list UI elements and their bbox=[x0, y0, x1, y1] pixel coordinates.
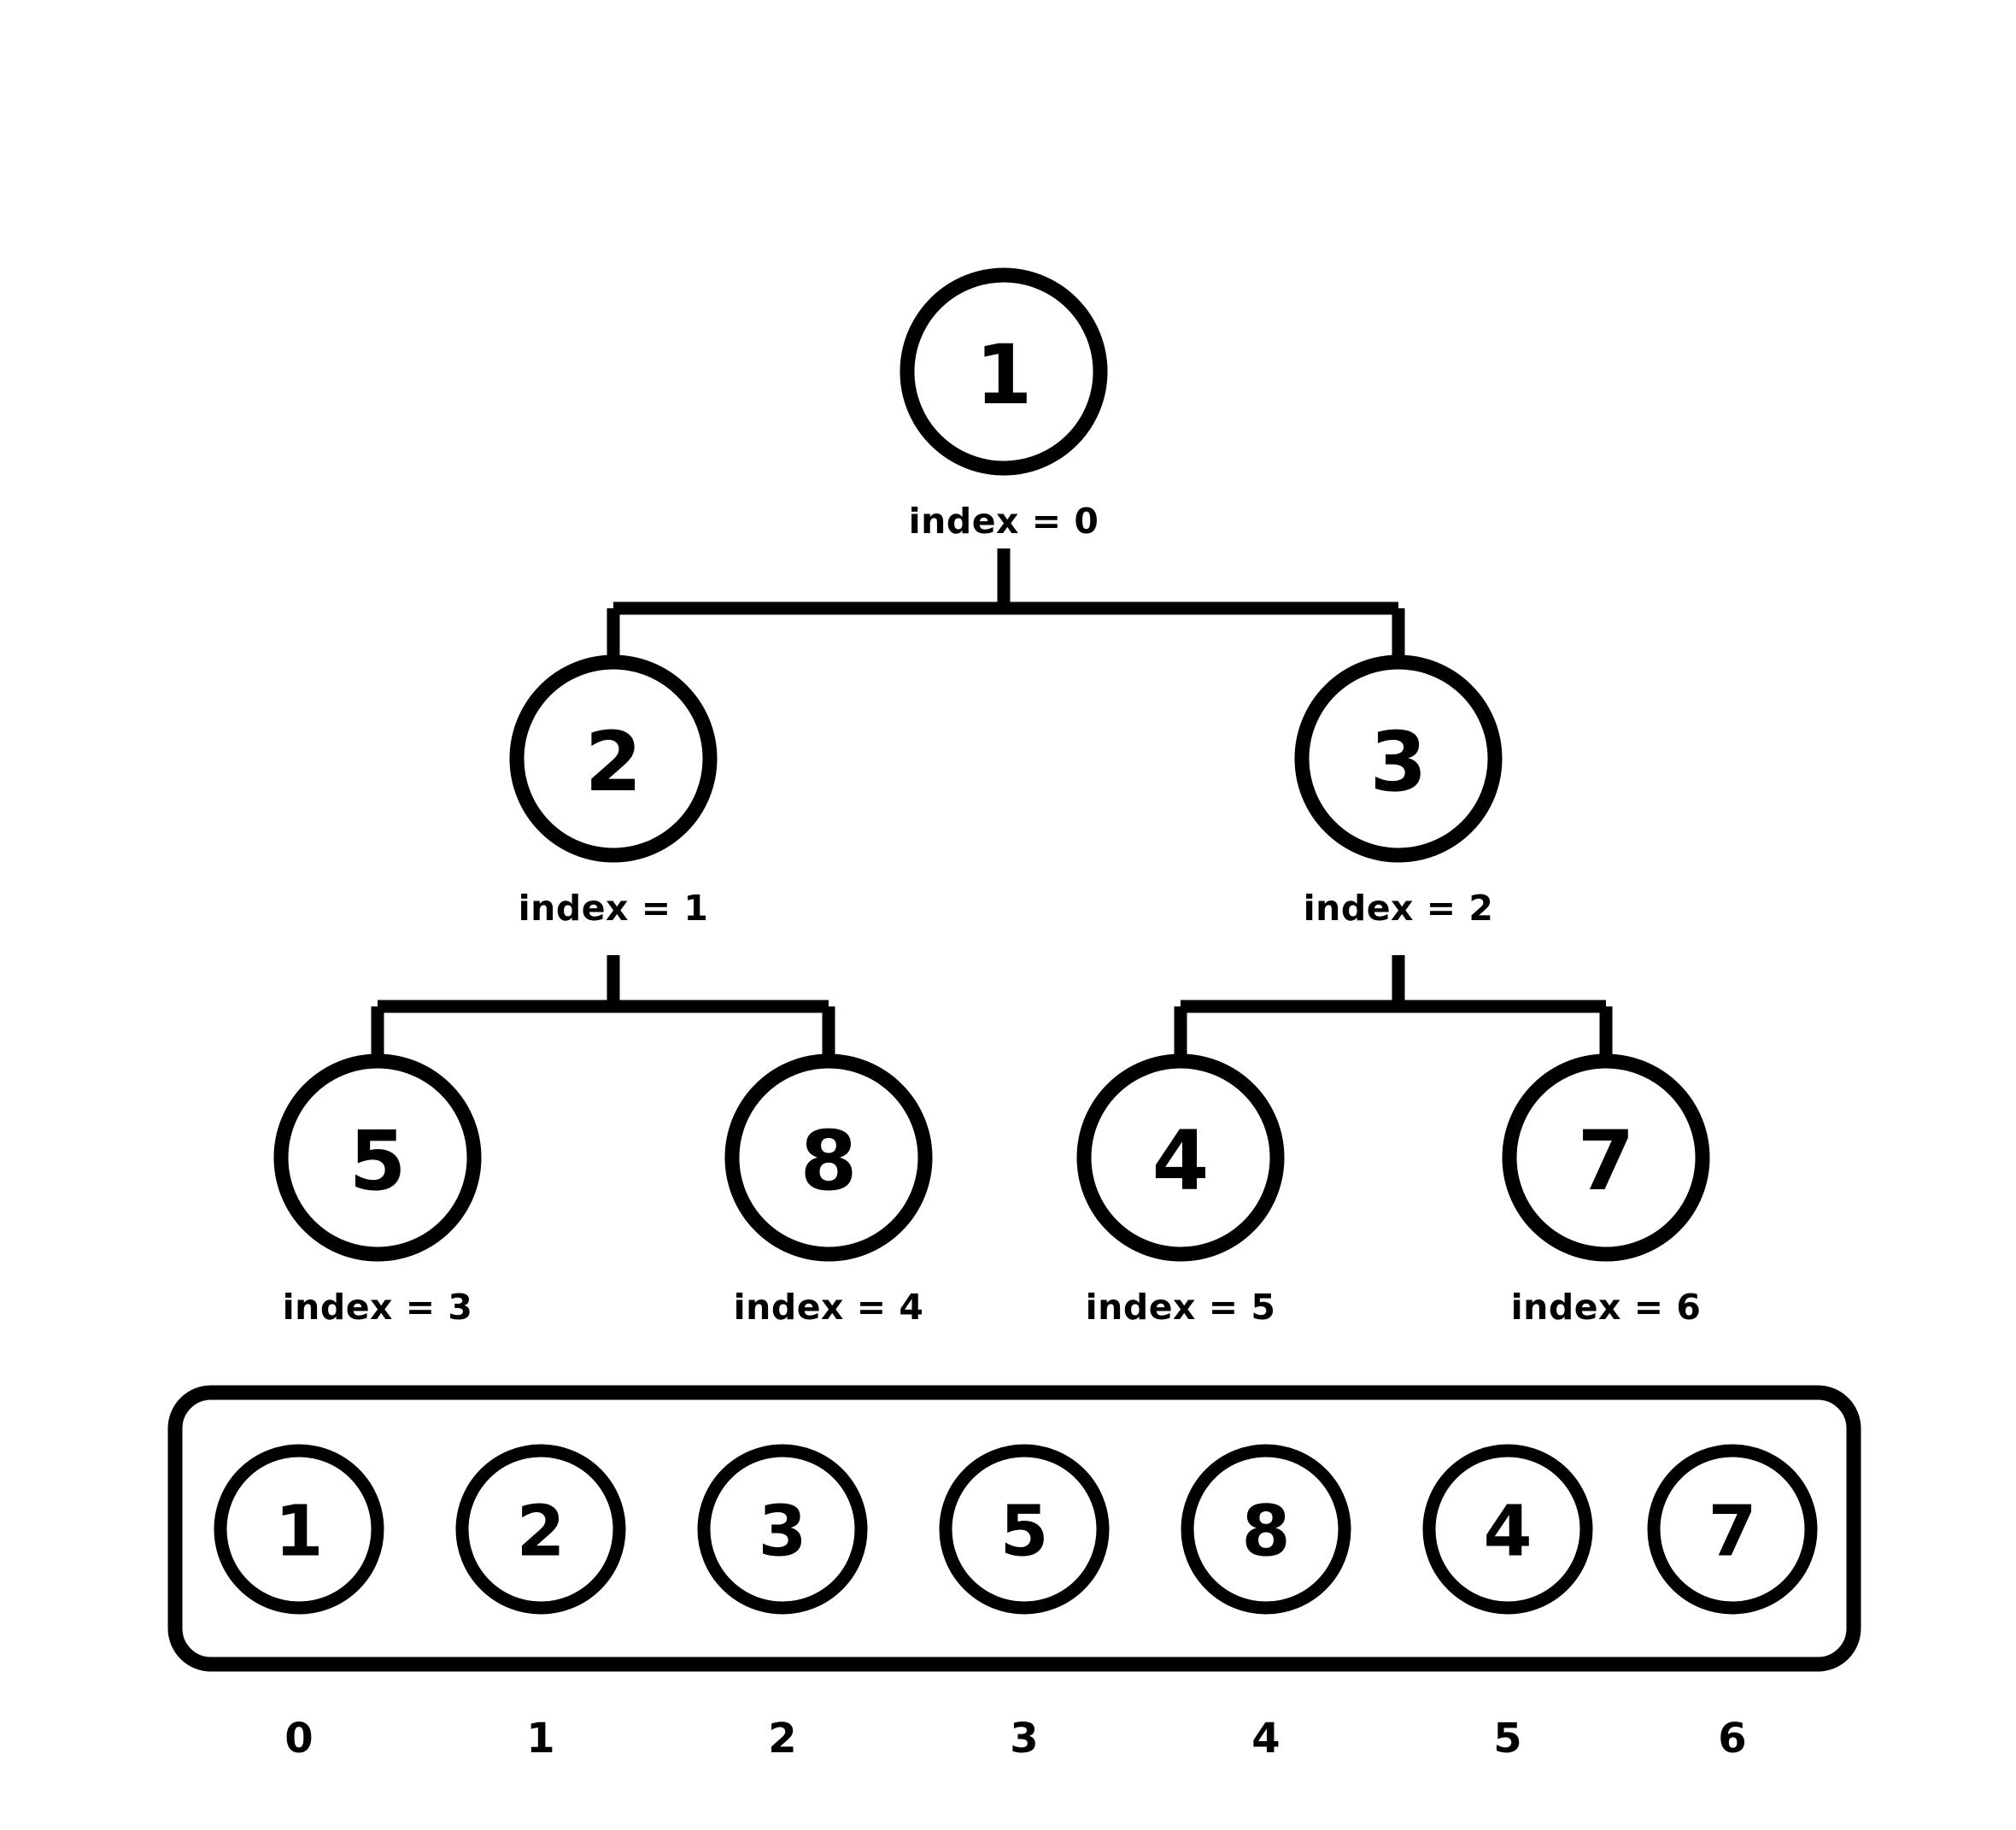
array-cell-3[interactable]: 5 3 bbox=[939, 1444, 1110, 1763]
tree-node-index-label: index = 1 bbox=[519, 888, 709, 929]
tree-node-circle[interactable] bbox=[1294, 654, 1503, 863]
array-cell-value: 8 bbox=[1241, 1492, 1290, 1573]
tree-node-5[interactable]: 4 index = 5 bbox=[1076, 1053, 1285, 1328]
array-representation: 1 0 2 1 3 2 5 3 8 4 bbox=[167, 1385, 1861, 1763]
array-cell-circle[interactable] bbox=[455, 1444, 626, 1615]
array-cell-circle[interactable] bbox=[1422, 1444, 1593, 1615]
array-index-label: 4 bbox=[1251, 1715, 1280, 1763]
array-cell-circle[interactable] bbox=[214, 1444, 384, 1615]
tree-node-3[interactable]: 5 index = 3 bbox=[273, 1053, 482, 1328]
array-cell-value: 5 bbox=[999, 1492, 1048, 1573]
tree-node-value: 5 bbox=[349, 1113, 407, 1209]
tree-node-value: 7 bbox=[1578, 1113, 1635, 1209]
tree-node-value: 3 bbox=[1370, 714, 1427, 810]
array-cell-value: 4 bbox=[1483, 1492, 1532, 1573]
tree-node-circle[interactable] bbox=[724, 1053, 933, 1262]
array-index-label: 5 bbox=[1493, 1715, 1521, 1763]
edge-group-node3 bbox=[1174, 955, 1613, 1064]
edge-group-root bbox=[607, 548, 1405, 668]
tree-node-circle[interactable] bbox=[509, 654, 718, 863]
tree-node-index-label: index = 3 bbox=[283, 1287, 473, 1328]
array-cell-4[interactable]: 8 4 bbox=[1181, 1444, 1351, 1763]
tree-node-value: 2 bbox=[585, 714, 642, 810]
array-cell-1[interactable]: 2 1 bbox=[455, 1444, 626, 1763]
array-index-label: 0 bbox=[284, 1715, 313, 1763]
array-index-label: 2 bbox=[768, 1715, 796, 1763]
array-container-box bbox=[167, 1385, 1861, 1672]
tree-node-index-label: index = 4 bbox=[734, 1287, 924, 1328]
array-index-label: 3 bbox=[1010, 1715, 1038, 1763]
array-cell-6[interactable]: 7 6 bbox=[1647, 1444, 1818, 1763]
tree-node-0[interactable]: 1 index = 0 bbox=[900, 267, 1108, 542]
tree-node-circle[interactable] bbox=[1076, 1053, 1285, 1262]
array-cell-circle[interactable] bbox=[1647, 1444, 1818, 1615]
tree-node-circle[interactable] bbox=[273, 1053, 482, 1262]
tree-node-value: 1 bbox=[976, 327, 1033, 423]
tree-node-circle[interactable] bbox=[900, 267, 1108, 476]
tree-node-4[interactable]: 8 index = 4 bbox=[724, 1053, 933, 1328]
tree-edges bbox=[371, 548, 1613, 1064]
tree-nodes: 1 index = 0 2 index = 1 3 index = 2 5 in… bbox=[273, 267, 1710, 1328]
array-index-label: 6 bbox=[1718, 1715, 1746, 1763]
tree-node-circle[interactable] bbox=[1502, 1053, 1710, 1262]
array-cell-circle[interactable] bbox=[1181, 1444, 1351, 1615]
tree-node-index-label: index = 5 bbox=[1086, 1287, 1276, 1328]
tree-node-value: 8 bbox=[800, 1113, 858, 1209]
array-cell-value: 3 bbox=[758, 1492, 806, 1573]
array-cell-0[interactable]: 1 0 bbox=[214, 1444, 384, 1763]
array-cell-circle[interactable] bbox=[697, 1444, 868, 1615]
array-cell-value: 2 bbox=[516, 1492, 565, 1573]
tree-node-1[interactable]: 2 index = 1 bbox=[509, 654, 718, 929]
tree-node-6[interactable]: 7 index = 6 bbox=[1502, 1053, 1710, 1328]
tree-node-index-label: index = 2 bbox=[1304, 888, 1494, 929]
array-cell-circle[interactable] bbox=[939, 1444, 1110, 1615]
array-cell-value: 1 bbox=[274, 1492, 323, 1573]
array-cell-value: 7 bbox=[1708, 1492, 1756, 1573]
tree-node-2[interactable]: 3 index = 2 bbox=[1294, 654, 1503, 929]
array-cell-2[interactable]: 3 2 bbox=[697, 1444, 868, 1763]
tree-node-value: 4 bbox=[1152, 1113, 1210, 1209]
array-cell-5[interactable]: 4 5 bbox=[1422, 1444, 1593, 1763]
tree-node-index-label: index = 6 bbox=[1511, 1287, 1702, 1328]
array-index-label: 1 bbox=[526, 1715, 554, 1763]
tree-node-index-label: index = 0 bbox=[909, 501, 1099, 542]
edge-group-node2 bbox=[371, 955, 835, 1064]
